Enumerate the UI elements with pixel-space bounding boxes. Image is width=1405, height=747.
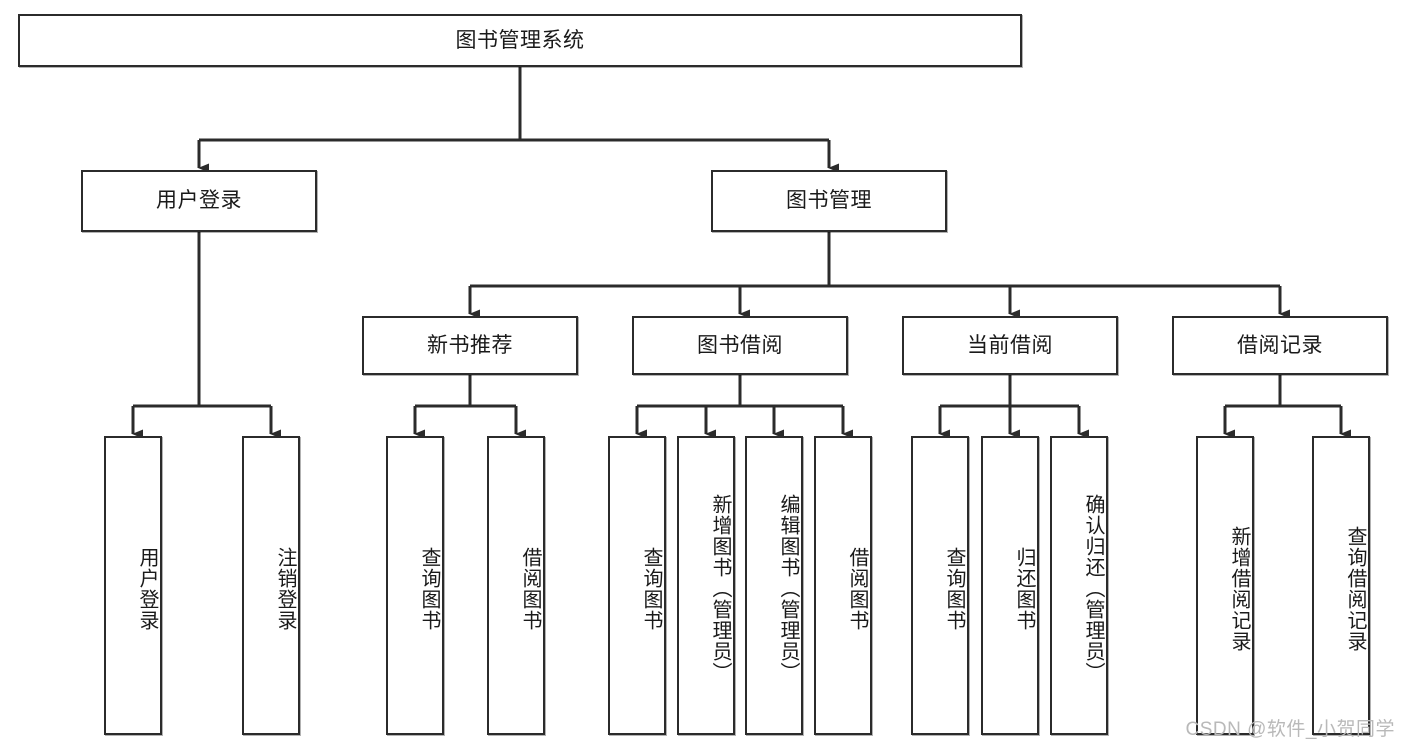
- node-n4-图书借阅[interactable]: 图书借阅: [632, 316, 848, 375]
- node-label: 新增图书（管理员）: [709, 494, 731, 683]
- node-label: 编辑图书（管理员）: [777, 494, 799, 683]
- node-label: 归还图书: [1013, 546, 1035, 631]
- node-n15-查询图书[interactable]: 查询图书: [911, 436, 969, 735]
- node-n8-注销登录[interactable]: 注销登录: [242, 436, 300, 735]
- node-label: 查询图书: [943, 546, 965, 631]
- node-n7-用户登录[interactable]: 用户登录: [104, 436, 162, 735]
- watermark-text: CSDN @软件_小贺同学: [1185, 719, 1395, 740]
- node-n17-确认归还管理员[interactable]: 确认归还（管理员）: [1050, 436, 1108, 735]
- node-n1-用户登录[interactable]: 用户登录: [81, 170, 317, 232]
- node-n0-图书管理系统[interactable]: 图书管理系统: [18, 14, 1022, 67]
- node-n18-新增借阅记录[interactable]: 新增借阅记录: [1196, 436, 1254, 735]
- node-n13-编辑图书管理员[interactable]: 编辑图书（管理员）: [745, 436, 803, 735]
- node-label: 查询图书: [418, 546, 440, 631]
- node-n9-查询图书[interactable]: 查询图书: [386, 436, 444, 735]
- node-n19-查询借阅记录[interactable]: 查询借阅记录: [1312, 436, 1370, 735]
- node-label: 用户登录: [156, 189, 242, 213]
- node-label: 查询借阅记录: [1344, 525, 1366, 652]
- node-n3-新书推荐[interactable]: 新书推荐: [362, 316, 578, 375]
- node-n11-查询图书[interactable]: 查询图书: [608, 436, 666, 735]
- node-label: 查询图书: [640, 546, 662, 631]
- node-label: 借阅图书: [519, 546, 541, 631]
- node-n12-新增图书管理员[interactable]: 新增图书（管理员）: [677, 436, 735, 735]
- node-label: 新增借阅记录: [1228, 525, 1250, 652]
- node-label: 借阅记录: [1237, 333, 1323, 357]
- node-n6-借阅记录[interactable]: 借阅记录: [1172, 316, 1388, 375]
- node-label: 注销登录: [274, 546, 296, 631]
- node-label: 图书借阅: [697, 333, 783, 357]
- node-n5-当前借阅[interactable]: 当前借阅: [902, 316, 1118, 375]
- node-n10-借阅图书[interactable]: 借阅图书: [487, 436, 545, 735]
- node-n14-借阅图书[interactable]: 借阅图书: [814, 436, 872, 735]
- node-n16-归还图书[interactable]: 归还图书: [981, 436, 1039, 735]
- node-label: 当前借阅: [967, 333, 1053, 357]
- node-label: 新书推荐: [427, 333, 513, 357]
- node-label: 借阅图书: [846, 546, 868, 631]
- node-label: 图书管理: [786, 189, 872, 213]
- node-label: 确认归还（管理员）: [1082, 494, 1104, 683]
- node-label: 图书管理系统: [455, 28, 585, 52]
- node-label: 用户登录: [136, 546, 158, 631]
- node-n2-图书管理[interactable]: 图书管理: [711, 170, 947, 232]
